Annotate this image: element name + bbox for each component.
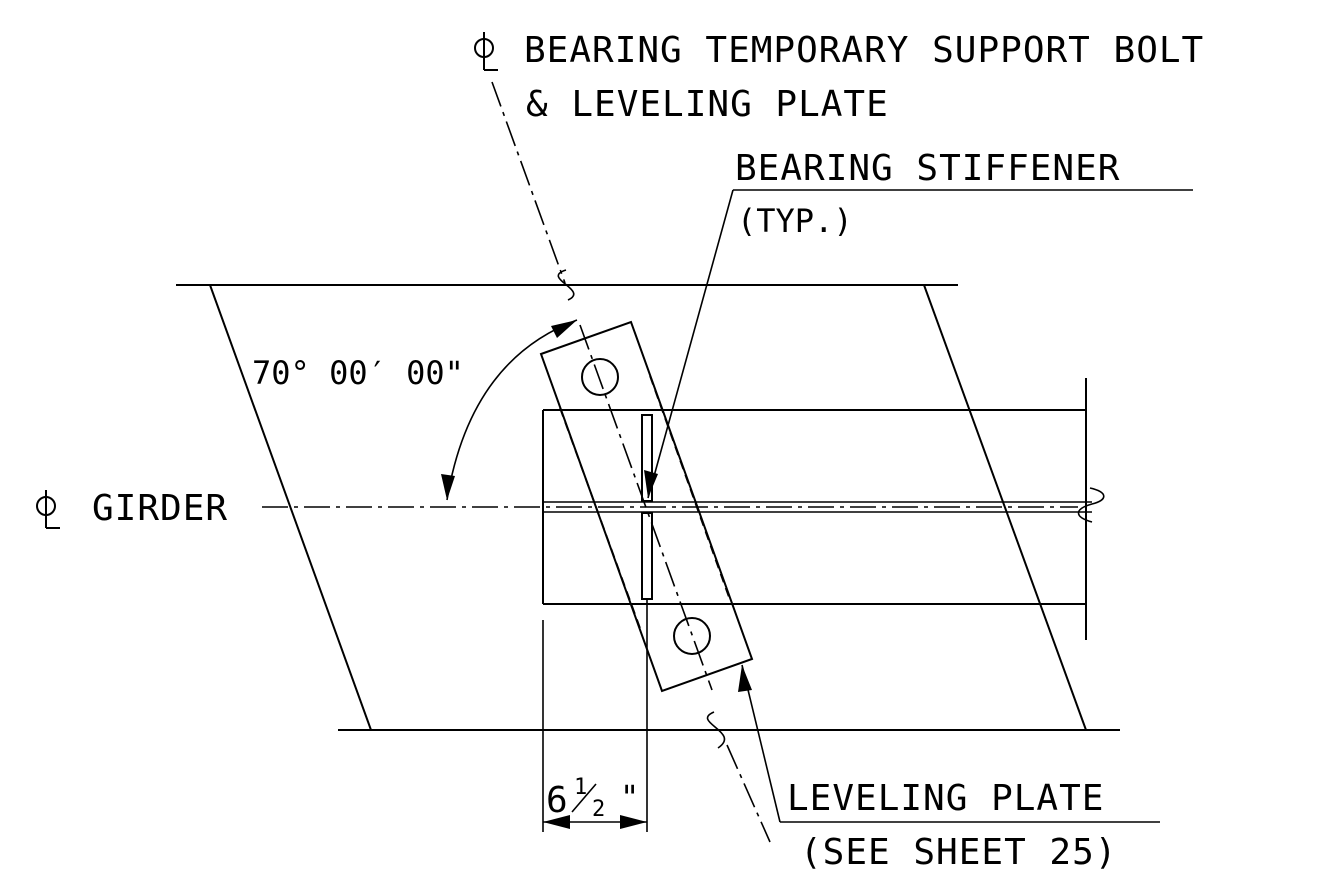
bolt-hole-upper: [581, 358, 619, 396]
leader-leveling-plate: [738, 664, 1160, 823]
centerline-symbol-icon: [36, 490, 60, 529]
cl-bearing-label-line2: & LEVELING PLATE: [526, 84, 889, 125]
centerline-symbol-icon: [474, 32, 498, 71]
cl-girder-label: GIRDER: [92, 488, 228, 529]
skew-angle-dimension: [441, 319, 578, 501]
cl-bearing-label-line1: BEARING TEMPORARY SUPPORT BOLT: [524, 30, 1204, 71]
bearing-stiffener: [641, 414, 653, 600]
dimension-whole: 6: [546, 780, 569, 821]
leveling-plate-ref-label: (SEE SHEET 25): [800, 832, 1117, 872]
bearing-centerline: [491, 81, 771, 843]
dimension-text: 6 1 2 ": [546, 775, 639, 822]
skew-angle-label: 70° 00′ 00": [252, 354, 464, 392]
leveling-plate: [539, 320, 754, 693]
girder: [542, 378, 1105, 640]
bolt-hole-lower: [673, 617, 711, 655]
dimension-numerator: 1: [574, 775, 587, 800]
dimension-denominator: 2: [592, 797, 605, 822]
bearing-stiffener-label: BEARING STIFFENER: [735, 148, 1120, 189]
leader-bearing-stiffener: [644, 189, 1193, 499]
plate-offset-dimension: [542, 600, 648, 832]
bearing-stiffener-typ-label: (TYP.): [737, 202, 853, 240]
dimension-unit: ": [620, 778, 639, 816]
leveling-plate-label: LEVELING PLATE: [787, 778, 1104, 819]
